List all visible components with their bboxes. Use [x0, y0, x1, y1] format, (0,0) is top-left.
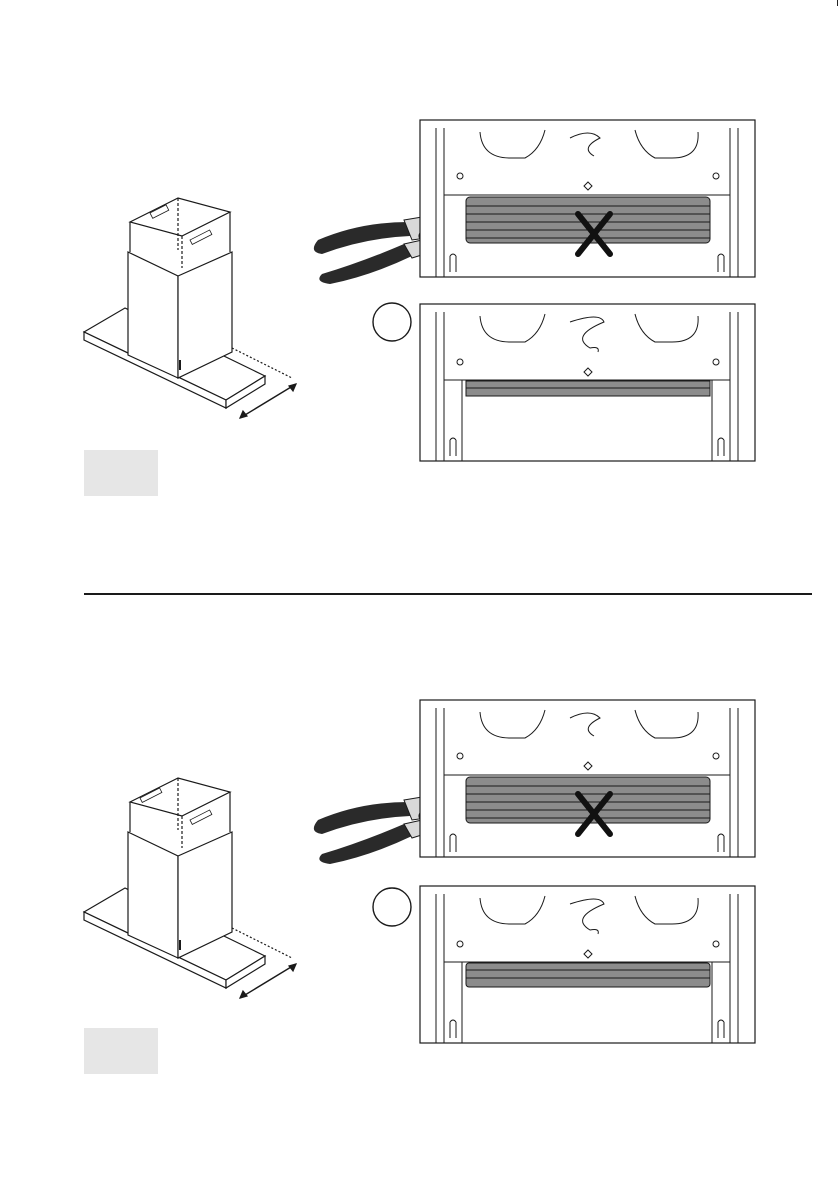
lower-illustration [0, 580, 839, 1100]
cutting-panel-frame [420, 700, 755, 857]
step-badge [84, 450, 158, 496]
step-circle [373, 888, 411, 926]
removed-panel-frame [420, 886, 755, 1043]
hood-illustration [84, 198, 296, 418]
step-circle [373, 303, 411, 341]
hood-illustration [84, 778, 296, 998]
cutting-panel-frame [420, 120, 755, 277]
lower-section [0, 580, 839, 1100]
upper-illustration [0, 0, 839, 520]
step-badge [84, 1028, 158, 1074]
upper-section [0, 0, 839, 520]
removed-panel-frame [420, 304, 755, 461]
